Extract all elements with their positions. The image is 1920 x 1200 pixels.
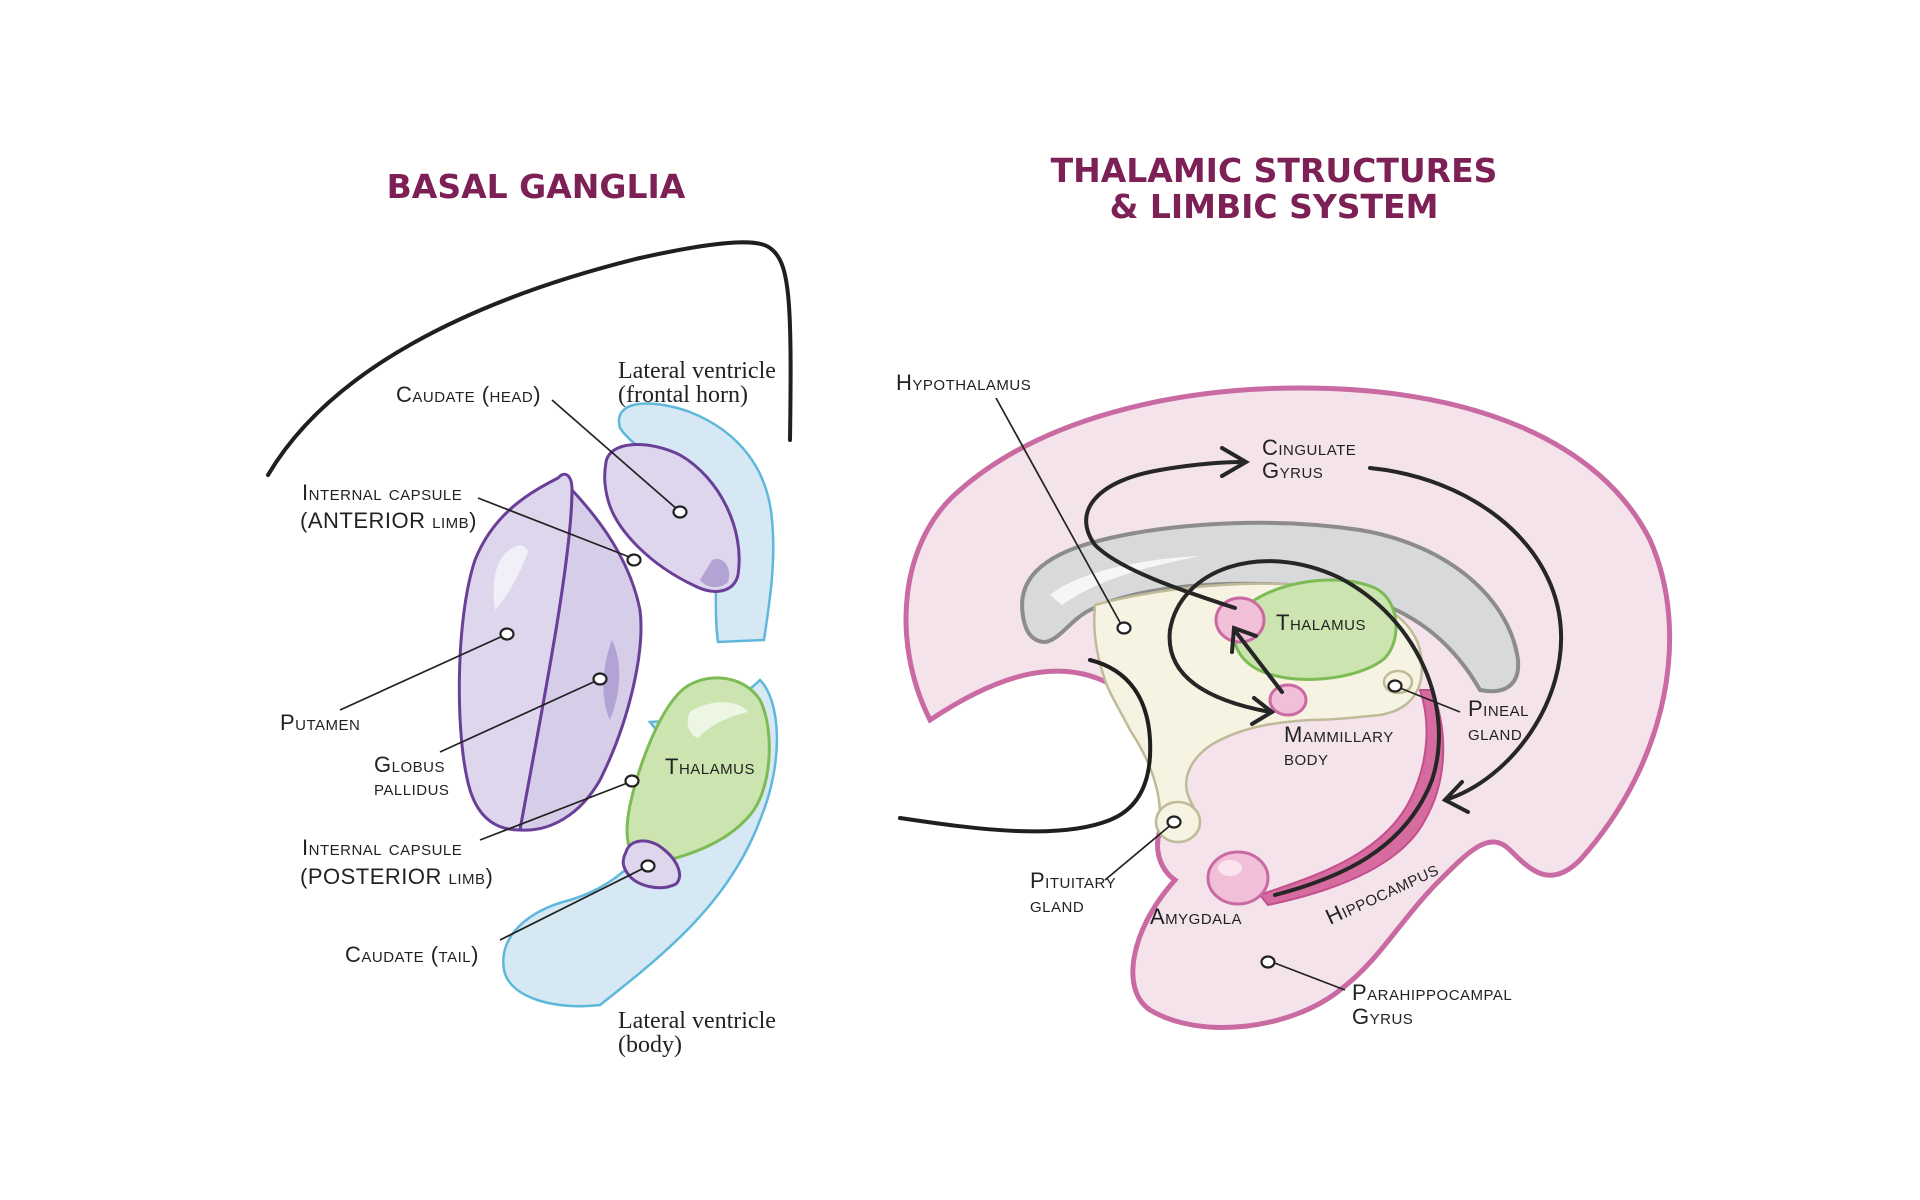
label-lateral-ventricle-body-1: Lateral ventricle <box>618 1008 776 1034</box>
label-mammillary-body-1: Mammillary <box>1284 722 1394 747</box>
circuit-arrow-mammillothalamic <box>1234 630 1284 694</box>
globus-pallidus <box>518 486 643 832</box>
circuit-arrow-fornix <box>1167 559 1441 897</box>
label-pituitary-gland-1: Pituitary <box>1030 868 1116 893</box>
label-pituitary-gland-2: gland <box>1030 892 1084 917</box>
label-mammillary-body-2: body <box>1284 745 1329 770</box>
label-cingulate-gyrus-2: Gyrus <box>1262 458 1323 483</box>
label-thalamus-left: Thalamus <box>665 754 755 779</box>
brainstem-outline <box>898 658 1153 834</box>
leader-putamen <box>339 634 506 711</box>
label-amygdala: Amygdala <box>1150 904 1242 929</box>
label-lateral-ventricle-frontal-1: Lateral ventricle <box>618 358 776 384</box>
label-caudate-head: Caudate (head) <box>396 382 541 407</box>
label-globus-pallidus-1: Globus <box>374 752 445 777</box>
basal-ganglia-panel: BASAL GANGLIA Lateral <box>266 167 793 1058</box>
cortex-outline <box>266 240 793 477</box>
marker-putamen <box>499 627 515 641</box>
marker-internal-capsule-anterior <box>626 553 642 567</box>
label-internal-capsule-anterior-1: Internal capsule <box>302 480 462 505</box>
label-internal-capsule-posterior-1: Internal capsule <box>302 835 462 860</box>
leader-internal-capsule-anterior <box>477 497 633 559</box>
label-pineal-gland-1: Pineal <box>1468 696 1529 721</box>
circuit-arrowhead-thalamus <box>1230 625 1258 654</box>
thalamus-left-highlight <box>687 702 748 738</box>
basal-ganglia-title: BASAL GANGLIA <box>387 167 686 206</box>
label-internal-capsule-posterior-2: (POSTERIOR limb) <box>300 864 493 889</box>
mammillary-body <box>1268 683 1308 717</box>
circuit-arrowhead-mammillary <box>1250 696 1276 726</box>
label-hypothalamus: Hypothalamus <box>896 370 1031 395</box>
marker-pineal-gland <box>1387 679 1403 693</box>
putamen-highlight <box>493 545 528 610</box>
label-internal-capsule-anterior-2: (ANTERIOR limb) <box>300 508 477 533</box>
leader-internal-capsule-posterior <box>479 781 631 841</box>
marker-hypothalamus <box>1116 621 1132 635</box>
amygdala <box>1206 850 1270 906</box>
label-thalamus-right: Thalamus <box>1276 610 1366 635</box>
caudate-head-shade <box>700 559 730 588</box>
label-lateral-ventricle-body-2: (body) <box>618 1032 682 1058</box>
circuit-arrowhead-cingulate <box>1220 446 1250 478</box>
circuit-arrow-outer <box>1084 460 1242 610</box>
leader-pineal-gland <box>1399 687 1461 713</box>
thalamic-nucleus <box>1214 596 1266 644</box>
marker-caudate-head <box>672 505 688 519</box>
limbic-title-line-1: THALAMIC STRUCTURES <box>1051 151 1498 190</box>
label-pineal-gland-2: gland <box>1468 720 1522 745</box>
marker-parahippocampal-gyrus <box>1260 955 1276 969</box>
globus-pallidus-shade <box>603 640 620 720</box>
marker-internal-capsule-posterior <box>624 774 640 788</box>
label-parahippocampal-gyrus-1: Parahippocampal <box>1352 980 1512 1005</box>
marker-globus-pallidus <box>592 672 608 686</box>
circuit-arrow-cingulate-to-hippocampus <box>1368 466 1564 802</box>
label-cingulate-gyrus-1: Cingulate <box>1262 435 1356 460</box>
leader-globus-pallidus <box>439 679 599 753</box>
amygdala-highlight <box>1218 860 1242 876</box>
label-parahippocampal-gyrus-2: Gyrus <box>1352 1004 1413 1029</box>
limbic-title-line-2: & LIMBIC SYSTEM <box>1110 187 1439 226</box>
leader-caudate-tail <box>499 866 647 941</box>
marker-caudate-tail <box>640 859 656 873</box>
circuit-arrowhead-hippocampus <box>1441 780 1470 814</box>
label-putamen: Putamen <box>280 710 360 735</box>
marker-pituitary-gland <box>1166 815 1182 829</box>
leader-hypothalamus <box>995 397 1123 627</box>
caudate-head <box>603 443 741 593</box>
label-lateral-ventricle-frontal-2: (frontal horn) <box>618 382 748 408</box>
limbic-system-panel: THALAMIC STRUCTURES & LIMBIC SYSTEM <box>896 151 1673 1030</box>
thalamus-right <box>1231 578 1398 681</box>
label-globus-pallidus-2: pallidus <box>374 775 449 800</box>
leader-pituitary-gland <box>1104 823 1173 881</box>
label-caudate-tail: Caudate (tail) <box>345 942 479 967</box>
leader-parahippocampal-gyrus <box>1271 961 1346 991</box>
leader-caudate-head <box>551 399 679 511</box>
